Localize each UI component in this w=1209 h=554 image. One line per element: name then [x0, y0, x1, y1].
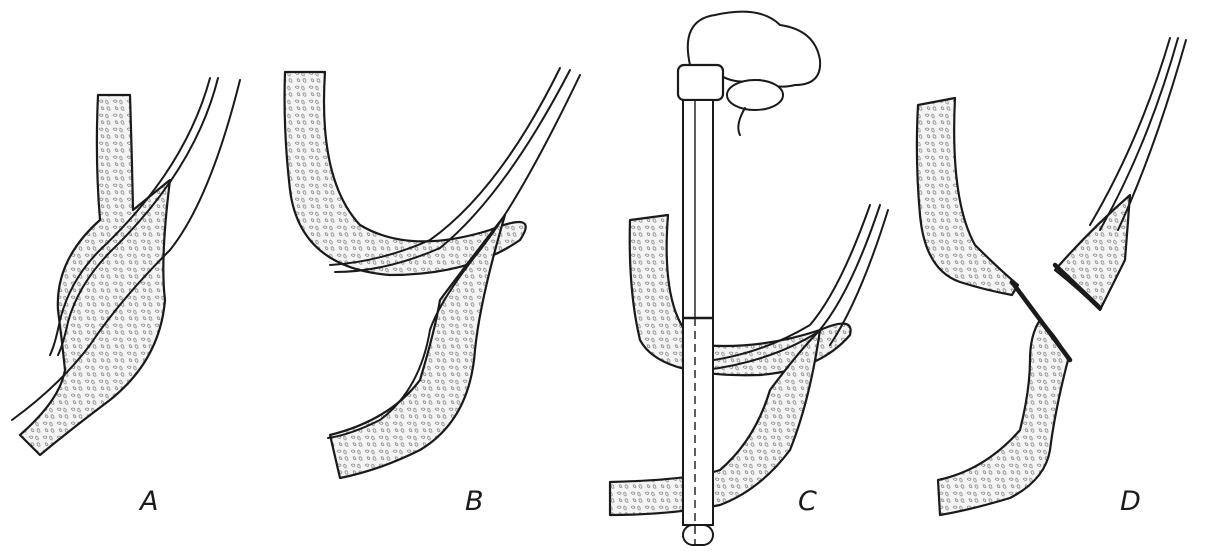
panel-a-drawing [12, 78, 240, 455]
endoscope-tail [738, 108, 745, 135]
endoscope-tip [683, 525, 713, 545]
endoscope-head [678, 65, 723, 100]
panel-d-drawing [917, 38, 1186, 515]
panel-d-catheter [1090, 38, 1186, 230]
panel-c-drawing [610, 12, 888, 545]
panel-d-upper-wall [917, 98, 1018, 295]
panel-label-d: D [1120, 486, 1141, 517]
panel-d-cut-fragment [1055, 195, 1130, 310]
endoscope-shaft [683, 100, 713, 525]
panel-d-lower-wall [938, 320, 1068, 515]
panel-label-b: B [465, 486, 484, 517]
panel-label-c: C [798, 486, 817, 517]
endoscope-cuff [727, 80, 783, 110]
panel-b-drawing [285, 68, 580, 478]
panel-a-wall [20, 95, 170, 455]
panel-label-a: A [140, 486, 158, 517]
